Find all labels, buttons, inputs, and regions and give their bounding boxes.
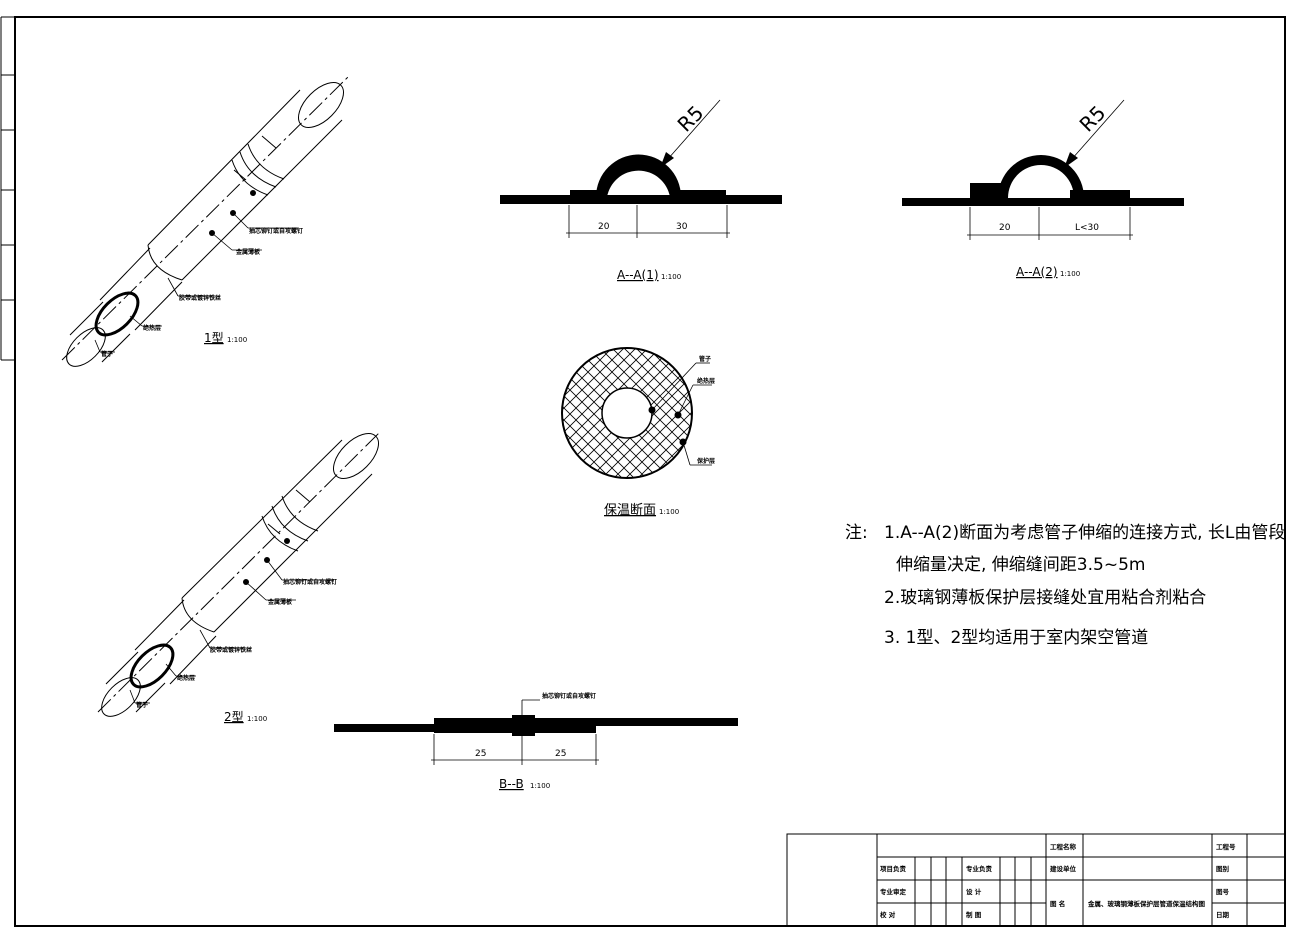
bb-title: B--B — [499, 777, 524, 791]
notes-prefix: 注: — [845, 523, 868, 543]
type1-label-rivet: 抽芯铆钉或自攻螺钉 — [249, 227, 303, 235]
type2-dots — [243, 538, 290, 585]
tb-project-lead: 项目负责 — [880, 864, 907, 873]
tb-drawing-name: 金属、玻璃钢薄板保护层管道保温结构图 — [1087, 899, 1206, 908]
type2-label-metal-sheet: 金属薄板 — [267, 598, 293, 606]
section-title: 保温断面 — [604, 503, 656, 518]
tb-draw: 制 图 — [966, 910, 982, 919]
type2-label-rivet: 抽芯铆钉或自攻螺钉 — [283, 578, 337, 586]
tb-project-name: 工程名称 — [1050, 842, 1077, 851]
notes-line-1: 1.A--A(2)断面为考虑管子伸缩的连接方式, 长L由管段 — [884, 523, 1285, 543]
tb-project-no: 工程号 — [1216, 842, 1236, 851]
tb-discipline-lead: 专业负责 — [966, 864, 993, 873]
type1-label-pipe: 管子 — [101, 350, 113, 358]
aa1-dim-right: 30 — [676, 222, 688, 232]
tb-build-unit: 建设单位 — [1049, 864, 1077, 873]
tb-discipline-review: 专业审定 — [880, 887, 907, 896]
type2-label-tape-wire: 胶带或镀锌铁丝 — [210, 646, 252, 654]
tb-date: 日期 — [1216, 910, 1230, 919]
aa1-radius: R5 — [673, 101, 709, 137]
type1-scale: 1:100 — [227, 336, 247, 344]
tb-drawing-no: 图号 — [1216, 887, 1230, 896]
bb-dim-left: 25 — [475, 749, 486, 759]
insulation-cross-section — [561, 347, 712, 479]
tb-design: 设 计 — [966, 887, 982, 896]
type1-dots — [209, 190, 256, 236]
tb-check: 校 对 — [880, 910, 896, 919]
type2-scale: 1:100 — [247, 715, 267, 723]
type2-title: 2型 — [224, 710, 244, 724]
notes-line-4: 3. 1型、2型均适用于室内架空管道 — [884, 628, 1148, 648]
tb-drawing-category: 图别 — [1216, 864, 1230, 873]
aa1-title: A--A(1) — [617, 268, 659, 282]
type1-label-tape-wire: 胶带或镀锌铁丝 — [179, 294, 221, 302]
aa2-title: A--A(2) — [1016, 265, 1058, 279]
section-label-protect: 保护层 — [696, 457, 715, 465]
title-block-grid — [786, 833, 1286, 927]
section-aa1 — [500, 99, 782, 238]
type2-leaders — [129, 559, 334, 704]
sheet-border — [0, 16, 1286, 927]
section-scale: 1:100 — [659, 508, 679, 516]
type1-leaders — [94, 212, 298, 353]
bb-label-rivet: 抽芯铆钉或自攻螺钉 — [542, 692, 596, 700]
type1-title: 1型 — [204, 331, 224, 345]
notes-line-2: 伸缩量决定, 伸缩缝间距3.5~5m — [896, 555, 1145, 575]
tb-drawing-name-label: 图 名 — [1050, 899, 1065, 908]
aa1-scale: 1:100 — [661, 273, 681, 281]
section-bb — [334, 699, 738, 765]
bb-dim-right: 25 — [555, 749, 566, 759]
type2-label-pipe: 管子 — [136, 701, 148, 709]
type2-pipe-drawing — [97, 431, 381, 717]
type2-label-insulation: 绝热层 — [177, 674, 195, 682]
section-aa2 — [902, 99, 1184, 240]
section-label-pipe: 管子 — [699, 355, 711, 363]
type1-pipe-drawing — [61, 74, 351, 367]
aa1-dim-left: 20 — [598, 222, 610, 232]
bb-scale: 1:100 — [530, 782, 550, 790]
section-label-insulation: 绝热层 — [697, 377, 715, 385]
type1-label-metal-sheet: 金属薄板 — [235, 248, 261, 256]
aa2-dim-left: 20 — [999, 223, 1011, 233]
aa2-scale: 1:100 — [1060, 270, 1080, 278]
notes-line-3: 2.玻璃钢薄板保护层接缝处宜用粘合剂粘合 — [884, 588, 1206, 608]
aa2-dim-right: L<30 — [1075, 223, 1099, 233]
type1-label-insulation: 绝热层 — [143, 324, 161, 332]
aa2-radius: R5 — [1075, 101, 1111, 137]
